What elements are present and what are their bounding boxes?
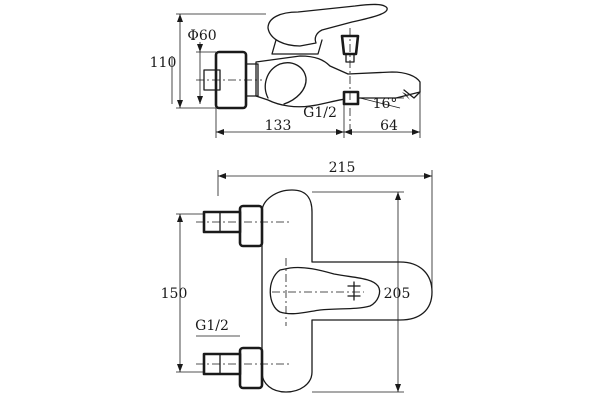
dim-center-label: 150	[161, 286, 188, 302]
dim-center-arrow-bottom	[177, 364, 183, 372]
lever-handle	[267, 3, 388, 47]
dim-length-arrow-left	[216, 129, 224, 135]
top-thread-label: G1/2	[303, 105, 337, 121]
spout-arrow	[402, 92, 410, 100]
front-view: 215 150 205 G1/2	[161, 160, 433, 393]
dim-depth-arrow-bottom	[395, 384, 401, 392]
cartridge-housing	[271, 39, 323, 55]
dim-diameter-arrow-bottom	[197, 96, 203, 104]
lever-dimple	[347, 285, 361, 297]
spout-tip	[403, 89, 421, 99]
lever-outline	[269, 266, 381, 315]
dim-height-label: 110	[150, 55, 177, 71]
dim-center-arrow-top	[177, 214, 183, 222]
dim-width-label: 215	[329, 160, 356, 176]
front-thread-label: G1/2	[195, 318, 229, 334]
dim-width-arrow-right	[424, 173, 432, 179]
dim-length-left-label: 133	[265, 118, 292, 134]
top-view: 110 Φ60 G1/2 16° 133 64	[150, 3, 421, 138]
dim-diameter-arrow-top	[197, 44, 203, 52]
dim-length-arrow-mid-right	[344, 129, 352, 135]
dim-width-arrow-left	[218, 173, 226, 179]
mixing-dome	[264, 62, 307, 105]
dim-length-right-label: 64	[380, 118, 398, 134]
dim-height-arrow-bottom	[177, 100, 183, 108]
shower-outlet	[342, 90, 360, 106]
front-body	[261, 189, 433, 393]
dim-depth-label: 205	[384, 286, 411, 302]
angle-leader-1	[359, 97, 401, 109]
angle-label: 16°	[373, 96, 398, 112]
upper-flange	[238, 204, 264, 248]
dim-length-arrow-right	[412, 129, 420, 135]
dim-diameter-label: Φ60	[187, 28, 216, 44]
dim-height-arrow-top	[177, 14, 183, 22]
dim-depth-arrow-top	[395, 192, 401, 200]
dim-length-arrow-mid-left	[336, 129, 344, 135]
lower-flange	[238, 346, 264, 390]
